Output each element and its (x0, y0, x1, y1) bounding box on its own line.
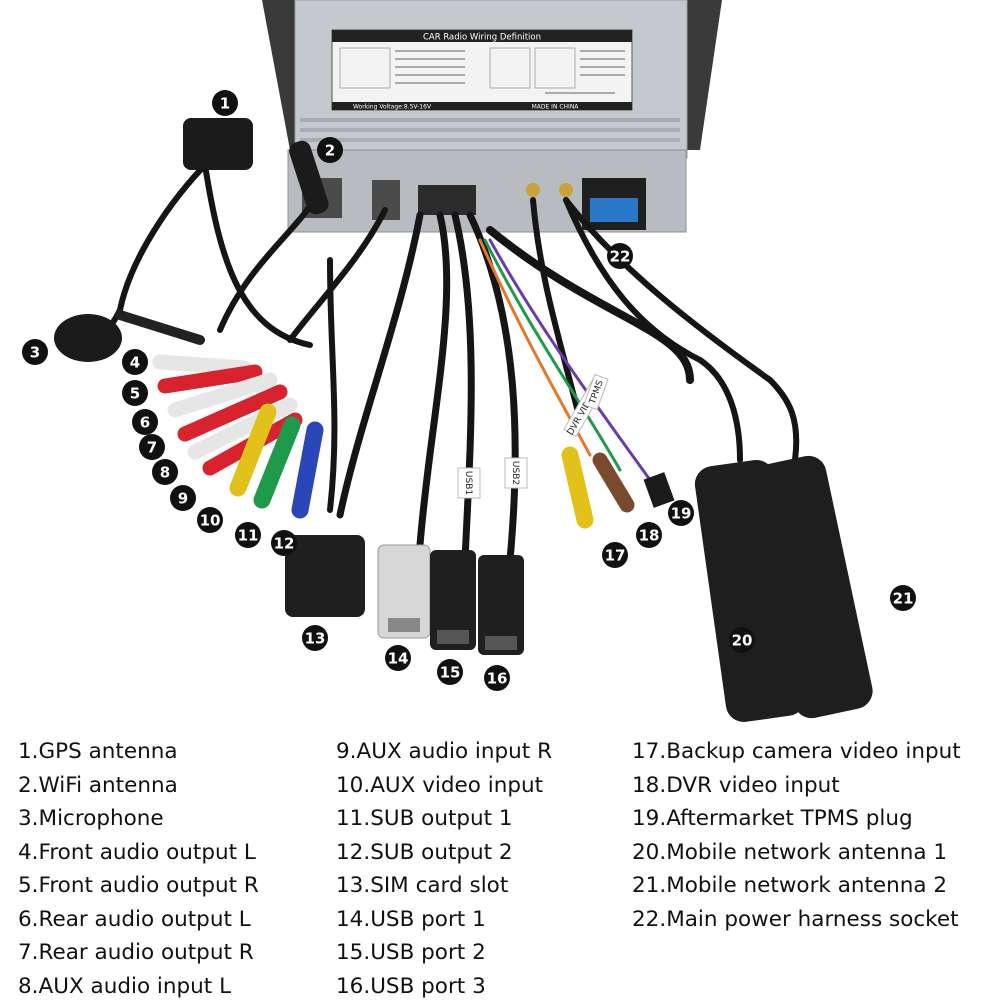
marker-number: 16 (487, 670, 508, 688)
marker-number: 8 (160, 464, 170, 482)
legend-item: 10.AUX video input (336, 769, 552, 803)
legend-item: 8.AUX audio input L (18, 970, 259, 1003)
marker-number: 15 (440, 664, 461, 682)
marker-number: 21 (893, 590, 914, 608)
sim-card-slot (285, 535, 365, 617)
legend-item: 1.GPS antenna (18, 735, 259, 769)
marker-number: 6 (140, 414, 150, 432)
legend-item: 14.USB port 1 (336, 903, 552, 937)
legend-item: 4.Front audio output L (18, 836, 259, 870)
cable-tag-usb1: USB1 (463, 471, 473, 495)
marker-number: 11 (238, 527, 259, 545)
marker-number: 10 (200, 512, 221, 530)
legend-item: 13.SIM card slot (336, 869, 552, 903)
marker-number: 12 (274, 535, 295, 553)
microphone (54, 314, 122, 362)
marker-number: 19 (671, 505, 692, 523)
marker-number: 3 (30, 344, 40, 362)
head-unit: CAR Radio Wiring Definition Working Volt… (262, 0, 722, 232)
marker-number: 7 (147, 439, 157, 457)
wiring-harness-illustration: CAR Radio Wiring Definition Working Volt… (0, 0, 1000, 730)
marker-number: 9 (178, 490, 188, 508)
panel-voltage: Working Voltage:8.5V-16V (353, 104, 432, 111)
panel-title: CAR Radio Wiring Definition (423, 33, 541, 43)
marker-number: 4 (130, 354, 140, 372)
marker-number: 18 (639, 527, 660, 545)
legend-item: 12.SUB output 2 (336, 836, 552, 870)
legend-item: 19.Aftermarket TPMS plug (632, 802, 961, 836)
legend-item: 18.DVR video input (632, 769, 961, 803)
legend-item: 22.Main power harness socket (632, 903, 961, 937)
legend-item: 7.Rear audio output R (18, 936, 259, 970)
marker-number: 20 (732, 632, 753, 650)
legend-item: 6.Rear audio output L (18, 903, 259, 937)
legend-item: 9.AUX audio input R (336, 735, 552, 769)
legend-item: 5.Front audio output R (18, 869, 259, 903)
marker-number: 5 (130, 385, 140, 403)
gps-antenna (183, 118, 253, 170)
legend-item: 11.SUB output 1 (336, 802, 552, 836)
marker-number: 13 (305, 630, 326, 648)
legend-item: 16.USB port 3 (336, 970, 552, 1003)
cable-tag-usb2: USB2 (510, 461, 520, 485)
legend-item: 3.Microphone (18, 802, 259, 836)
marker-number: 22 (610, 248, 631, 266)
marker-number: 14 (388, 650, 409, 668)
legend-item: 2.WiFi antenna (18, 769, 259, 803)
panel-made-in: MADE IN CHINA (532, 104, 580, 111)
legend-item: 15.USB port 2 (336, 936, 552, 970)
legend-item: 17.Backup camera video input (632, 735, 961, 769)
marker-number: 2 (325, 142, 335, 160)
marker-number: 17 (605, 547, 626, 565)
mic-plug (120, 315, 200, 340)
legend-item: 21.Mobile network antenna 2 (632, 869, 961, 903)
marker-number: 1 (220, 95, 230, 113)
legend-item: 20.Mobile network antenna 1 (632, 836, 961, 870)
